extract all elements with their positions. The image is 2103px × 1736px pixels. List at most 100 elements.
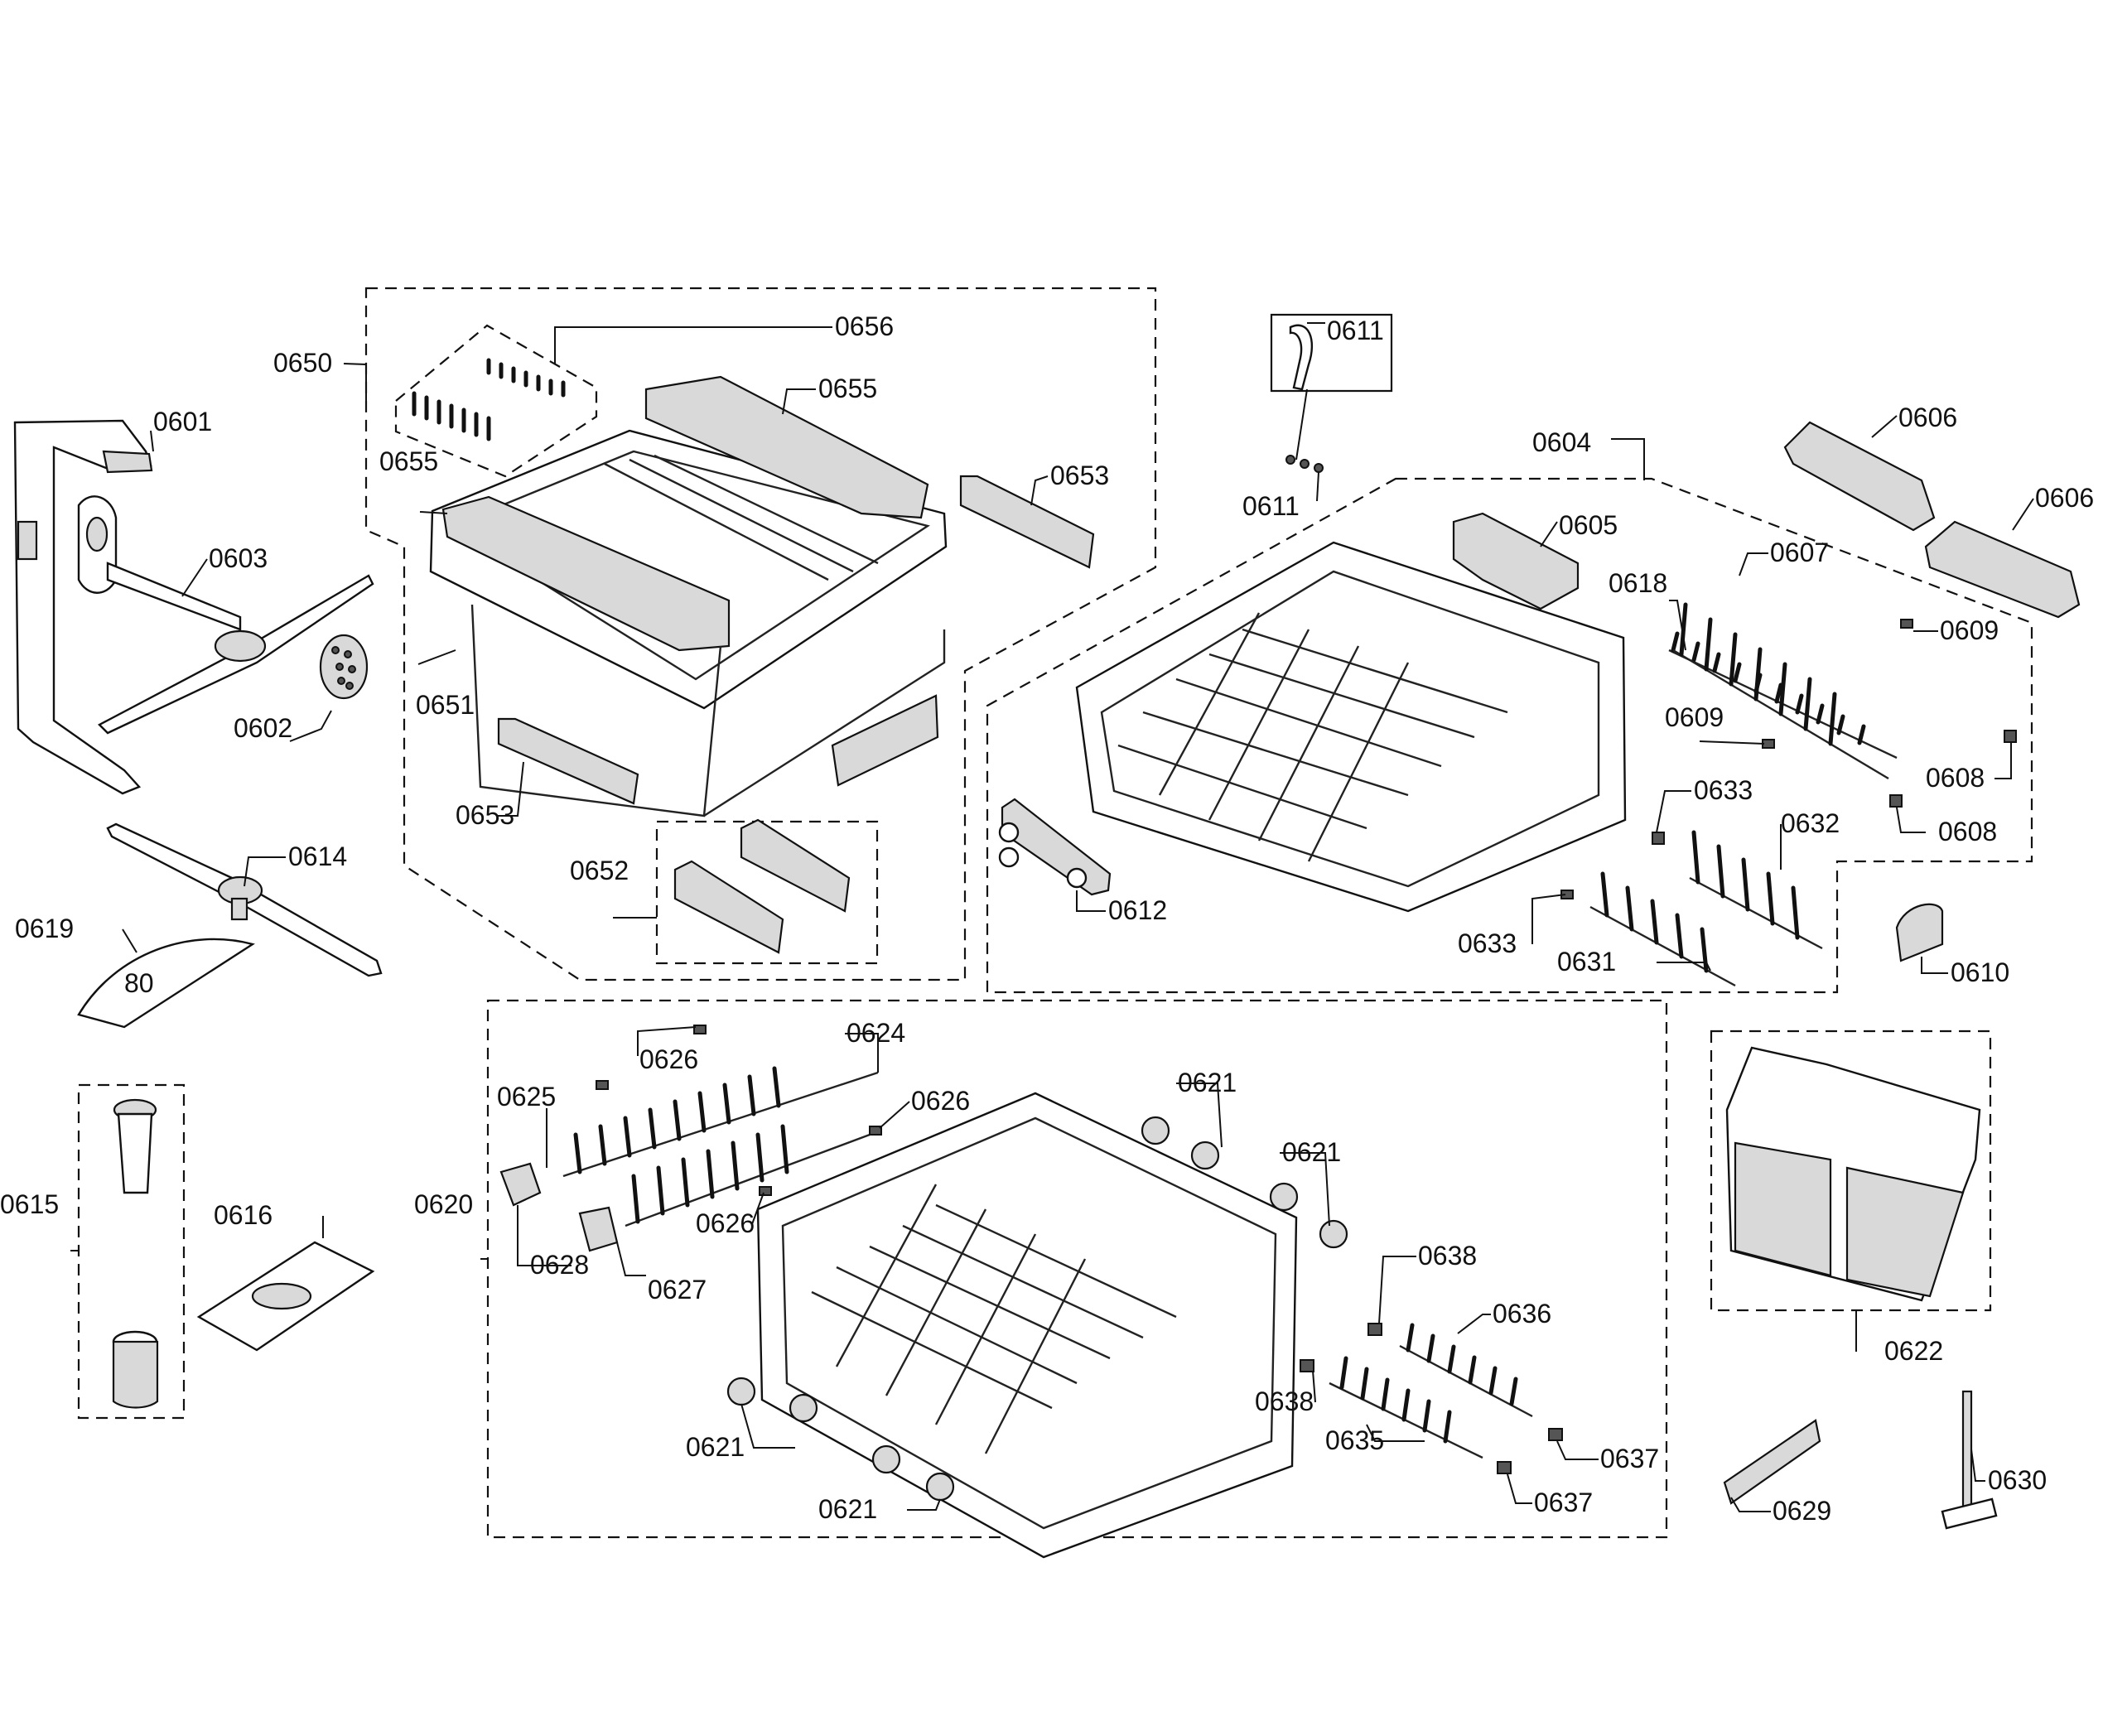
lower-basket-0620 (756, 1092, 1298, 1559)
callout-labels: 0601 0602 0603 0604 0605 0606 0606 0607 … (0, 311, 2094, 1526)
callout-0636: 0636 (1493, 1299, 1551, 1329)
callout-0608-a: 0608 (1926, 763, 1985, 793)
callout-0612: 0612 (1108, 895, 1167, 925)
tray-0606-b (1924, 520, 2081, 619)
callout-0635: 0635 (1325, 1425, 1384, 1455)
leader-lines (70, 322, 2034, 1512)
tine-rack-0631 (1589, 871, 1736, 987)
callout-0615: 0615 (0, 1189, 59, 1219)
callout-0631: 0631 (1557, 947, 1616, 976)
cap-0610 (1895, 903, 1944, 962)
tine-rack-0618 (1672, 602, 1889, 780)
callout-0637-b: 0637 (1534, 1488, 1593, 1517)
rail-0653-lower (497, 717, 639, 805)
callout-0611-b: 0611 (1242, 491, 1300, 521)
clip-0611 (1285, 324, 1324, 473)
clips-0637-0638 (1300, 1323, 1563, 1474)
upper-rack-0655 (429, 375, 948, 817)
clip-0627 (578, 1206, 619, 1252)
callout-0652: 0652 (570, 856, 629, 885)
rails-0652 (673, 818, 851, 954)
small-parts-0608-0609 (1560, 619, 2017, 899)
comb-0656 (412, 358, 566, 441)
callout-0651: 0651 (416, 690, 475, 720)
callout-0604: 0604 (1532, 427, 1591, 457)
callout-0609-b: 0609 (1665, 702, 1724, 732)
group-box-0652 (655, 820, 879, 965)
callout-0624: 0624 (847, 1018, 905, 1048)
callout-0608-b: 0608 (1938, 817, 1997, 846)
group-box-0604 (986, 477, 2033, 994)
spray-disc-0602 (319, 634, 369, 700)
tine-rack-0632 (1689, 830, 1823, 950)
group-boxes (77, 287, 2033, 1539)
group-box-0622 (1710, 1030, 1992, 1312)
callout-0601: 0601 (153, 407, 212, 436)
callout-0628: 0628 (530, 1250, 589, 1280)
callout-0633-a: 0633 (1694, 775, 1753, 805)
callout-0627: 0627 (648, 1275, 707, 1304)
callout-0618: 0618 (1609, 568, 1667, 598)
lower-spray-arm-0614 (106, 822, 383, 977)
post-0630 (1941, 1390, 1998, 1530)
spray-arm-0603 (77, 495, 374, 735)
callout-0655-a: 0655 (818, 374, 877, 403)
callout-0606-b: 0606 (2035, 483, 2094, 513)
tine-rack-0635 (1329, 1356, 1483, 1459)
callout-0616: 0616 (214, 1200, 273, 1230)
tine-rack-0625 (625, 1124, 871, 1227)
clip-0628 (499, 1162, 542, 1207)
group-box-0620 (486, 999, 1668, 1539)
parts: 80 (13, 324, 2081, 1559)
tine-rack-0624 (562, 1066, 879, 1178)
rail-0653-upper (959, 475, 1095, 569)
callout-0622: 0622 (1884, 1336, 1943, 1366)
callout-0653-b: 0653 (456, 800, 514, 830)
callout-0602: 0602 (234, 713, 292, 743)
group-box-0656 (394, 324, 598, 478)
callout-0637-a: 0637 (1600, 1444, 1659, 1473)
callout-0653-a: 0653 (1050, 461, 1109, 490)
callout-0625: 0625 (497, 1082, 556, 1112)
callout-0620: 0620 (414, 1189, 473, 1219)
callout-0603: 0603 (209, 543, 268, 573)
callout-0619: 0619 (15, 914, 74, 943)
callout-0626-b: 0626 (911, 1086, 970, 1116)
strip-0629 (1723, 1419, 1821, 1505)
callout-0621-a: 0621 (1178, 1068, 1237, 1097)
bracket-0605 (1452, 512, 1580, 610)
callout-0611-a: 0611 (1327, 316, 1384, 345)
callout-0626-a: 0626 (639, 1044, 698, 1074)
handle-strip (831, 694, 939, 787)
callout-0626-c: 0626 (696, 1208, 755, 1238)
callout-0655-b: 0655 (379, 446, 438, 476)
callout-0605: 0605 (1559, 510, 1618, 540)
callout-0607: 0607 (1770, 538, 1829, 567)
callout-0609-a: 0609 (1940, 615, 1999, 645)
callout-0629: 0629 (1773, 1496, 1831, 1526)
callout-0633-b: 0633 (1458, 928, 1517, 958)
clips-0626 (596, 1025, 882, 1196)
callout-0606-a: 0606 (1898, 403, 1957, 432)
callout-0621-c: 0621 (686, 1432, 745, 1462)
rail-0612 (998, 798, 1112, 896)
segment-0619: 80 (77, 938, 255, 1029)
upper-basket-0604 (1075, 541, 1627, 913)
group-box-0611 (1270, 313, 1393, 393)
callout-0621-b: 0621 (1282, 1137, 1341, 1167)
callout-0638-a: 0638 (1418, 1241, 1477, 1271)
callout-0638-b: 0638 (1255, 1386, 1314, 1416)
callout-0630: 0630 (1988, 1465, 2047, 1495)
tine-rack-0636 (1399, 1323, 1533, 1418)
callout-0614: 0614 (288, 841, 347, 871)
tray-0606-a (1783, 421, 1936, 532)
segment-badge-text: 80 (124, 968, 154, 998)
cutlery-basket-0622 (1725, 1046, 1981, 1302)
group-box-0615 (77, 1083, 186, 1420)
supply-pipe-0601 (13, 419, 153, 795)
callout-0610: 0610 (1951, 957, 2009, 987)
filter-plate-0616 (196, 1241, 375, 1352)
callout-0656: 0656 (835, 311, 894, 341)
callout-0650: 0650 (273, 348, 332, 378)
